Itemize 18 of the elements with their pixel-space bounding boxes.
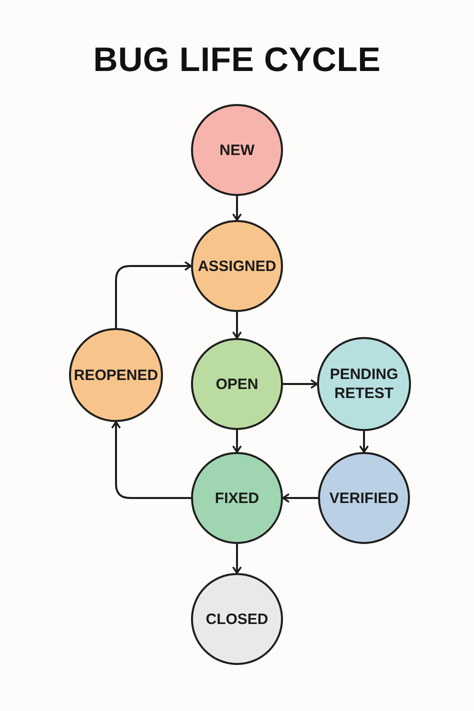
arrow bbox=[232, 312, 242, 339]
arrow bbox=[232, 430, 242, 453]
arrow bbox=[282, 493, 318, 503]
state-label: CLOSED bbox=[206, 610, 268, 628]
arrow bbox=[232, 196, 242, 221]
state-label: NEW bbox=[220, 140, 254, 160]
state-label: ASSIGNED bbox=[198, 256, 276, 276]
state-label: PENDING RETEST bbox=[328, 365, 400, 403]
state-label: VERIFIED bbox=[329, 488, 399, 508]
arrow bbox=[232, 544, 242, 574]
arrow bbox=[359, 431, 369, 453]
arrow bbox=[111, 421, 191, 499]
state-label: OPEN bbox=[216, 374, 258, 394]
state-label: FIXED bbox=[214, 488, 260, 508]
arrow bbox=[283, 379, 318, 389]
arrow bbox=[115, 261, 192, 328]
state-label: REOPENED bbox=[74, 366, 158, 384]
diagram-title: BUG LIFE CYCLE bbox=[93, 40, 381, 80]
